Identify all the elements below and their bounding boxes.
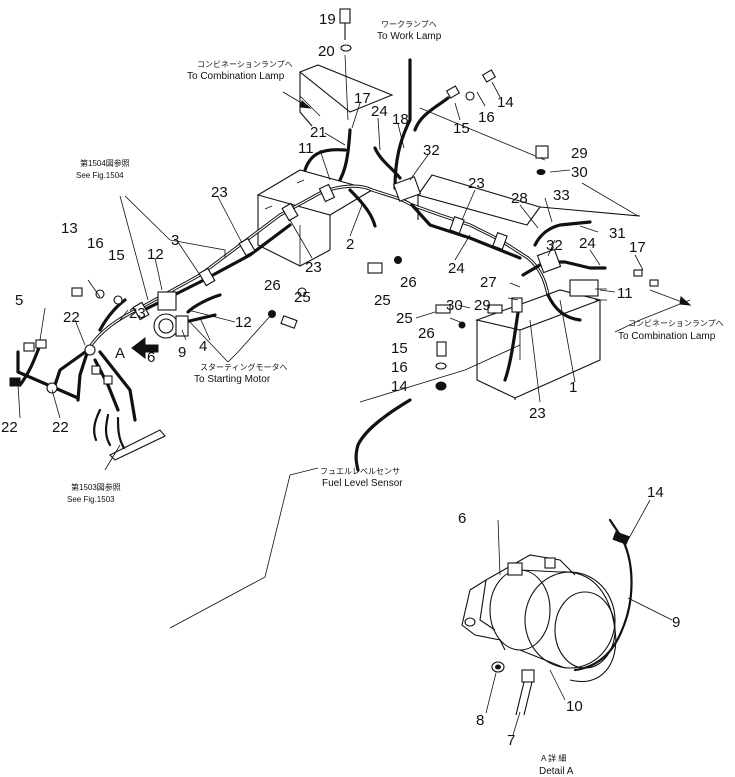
callout-14: 14 [497, 94, 514, 111]
relay-blocks [153, 176, 599, 339]
callout-24: 24 [579, 235, 596, 252]
detail-a-marker: A [115, 345, 125, 362]
fuel-level-sensor-label-jp: フュエルレベルセンサ [320, 467, 400, 476]
callout-16: 16 [87, 235, 104, 252]
callout-11: 11 [298, 140, 314, 157]
callout-24: 24 [371, 103, 388, 120]
fuel-level-sensor-label-en: Fuel Level Sensor [322, 478, 403, 489]
callout-6: 6 [458, 510, 466, 527]
work-lamp-label-jp: ワークランプへ [381, 20, 437, 29]
callout-8: 8 [476, 712, 484, 729]
callout-32: 32 [546, 237, 563, 254]
callout-22: 22 [63, 309, 80, 326]
callout-2: 2 [346, 236, 354, 253]
callout-25: 25 [294, 289, 311, 306]
direction-arrows [282, 91, 692, 306]
callout-31: 31 [609, 225, 626, 242]
callout-32: 32 [423, 142, 440, 159]
callout-23: 23 [468, 175, 485, 192]
callout-20: 20 [318, 43, 335, 60]
callout-24: 24 [448, 260, 465, 277]
callout-26: 26 [418, 325, 435, 342]
callout-26: 26 [264, 277, 281, 294]
callout-16: 16 [478, 109, 495, 126]
callout-29: 29 [571, 145, 588, 162]
callout-10: 10 [566, 698, 583, 715]
combination-lamp-label-jp: コンビネーションランプへ [197, 60, 293, 69]
fig-1504-ref-en: See Fig.1504 [76, 171, 124, 180]
callout-25: 25 [396, 310, 413, 327]
combination-lamp-right-label-jp: コンビネーションランプへ [628, 319, 724, 328]
callout-23: 23 [529, 405, 546, 422]
callout-9: 9 [178, 344, 186, 361]
callout-9: 9 [672, 614, 680, 631]
fuel-sensor-wire [354, 344, 521, 472]
fasteners [71, 8, 659, 391]
callout-12: 12 [235, 314, 252, 331]
detail-a-motor [461, 499, 673, 736]
callout-16: 16 [391, 359, 408, 376]
callout-7: 7 [507, 732, 515, 749]
detail-a-title-jp: A 詳 細 [541, 753, 566, 763]
callout-11: 11 [617, 285, 633, 302]
callout-14: 14 [391, 378, 408, 395]
callout-1: 1 [569, 379, 577, 396]
callout-17: 17 [629, 239, 646, 256]
callout-28: 28 [511, 190, 528, 207]
callout-12: 12 [147, 246, 164, 263]
combination-lamp-right-label-en: To Combination Lamp [618, 331, 716, 342]
callout-14: 14 [647, 484, 664, 501]
right-battery-box [417, 174, 641, 400]
callout-23: 23 [305, 259, 322, 276]
combination-lamp-label-en: To Combination Lamp [187, 71, 285, 82]
callout-27: 27 [480, 274, 497, 291]
fig-1504-ref-jp: 第1504図参照 [80, 158, 130, 168]
callout-15: 15 [108, 247, 125, 264]
starting-motor-label-en: To Starting Motor [194, 374, 271, 385]
callout-13: 13 [61, 220, 78, 237]
detail-a-arrow [131, 336, 159, 360]
harness-clamps [9, 183, 523, 394]
callout-22: 22 [1, 419, 18, 436]
callout-30: 30 [446, 297, 463, 314]
callout-25: 25 [374, 292, 391, 309]
callout-26: 26 [400, 274, 417, 291]
callout-19: 19 [319, 11, 336, 28]
fig-1503-ref-jp: 第1503図参照 [71, 482, 121, 492]
callout-15: 15 [453, 120, 470, 137]
detail-a-title-en: Detail A [539, 766, 574, 777]
callout-6: 6 [147, 349, 155, 366]
callout-3: 3 [171, 232, 179, 249]
callout-30: 30 [571, 164, 588, 181]
callout-23: 23 [129, 305, 146, 322]
fig-1503-ref-en: See Fig.1503 [67, 495, 115, 504]
frame-lines [169, 107, 639, 629]
callout-17: 17 [354, 90, 371, 107]
callout-5: 5 [15, 292, 23, 309]
callout-22: 22 [52, 419, 69, 436]
callout-21: 21 [310, 124, 327, 141]
destination-labels: ワークランプへ To Work Lamp コンビネーションランプへ To Com… [67, 20, 724, 777]
callout-4: 4 [199, 338, 207, 355]
work-lamp-label-en: To Work Lamp [377, 31, 442, 42]
callout-23: 23 [211, 184, 228, 201]
left-connectors [23, 339, 166, 461]
callout-29: 29 [474, 297, 491, 314]
starting-motor-label-jp: スターティングモータへ [200, 362, 288, 372]
callout-18: 18 [392, 111, 409, 128]
callout-15: 15 [391, 340, 408, 357]
leader-lines [17, 81, 691, 471]
callout-numbers: 19 20 17 24 18 21 11 32 15 16 14 29 30 2… [1, 11, 680, 749]
callout-33: 33 [553, 187, 570, 204]
main-harness [16, 58, 607, 422]
